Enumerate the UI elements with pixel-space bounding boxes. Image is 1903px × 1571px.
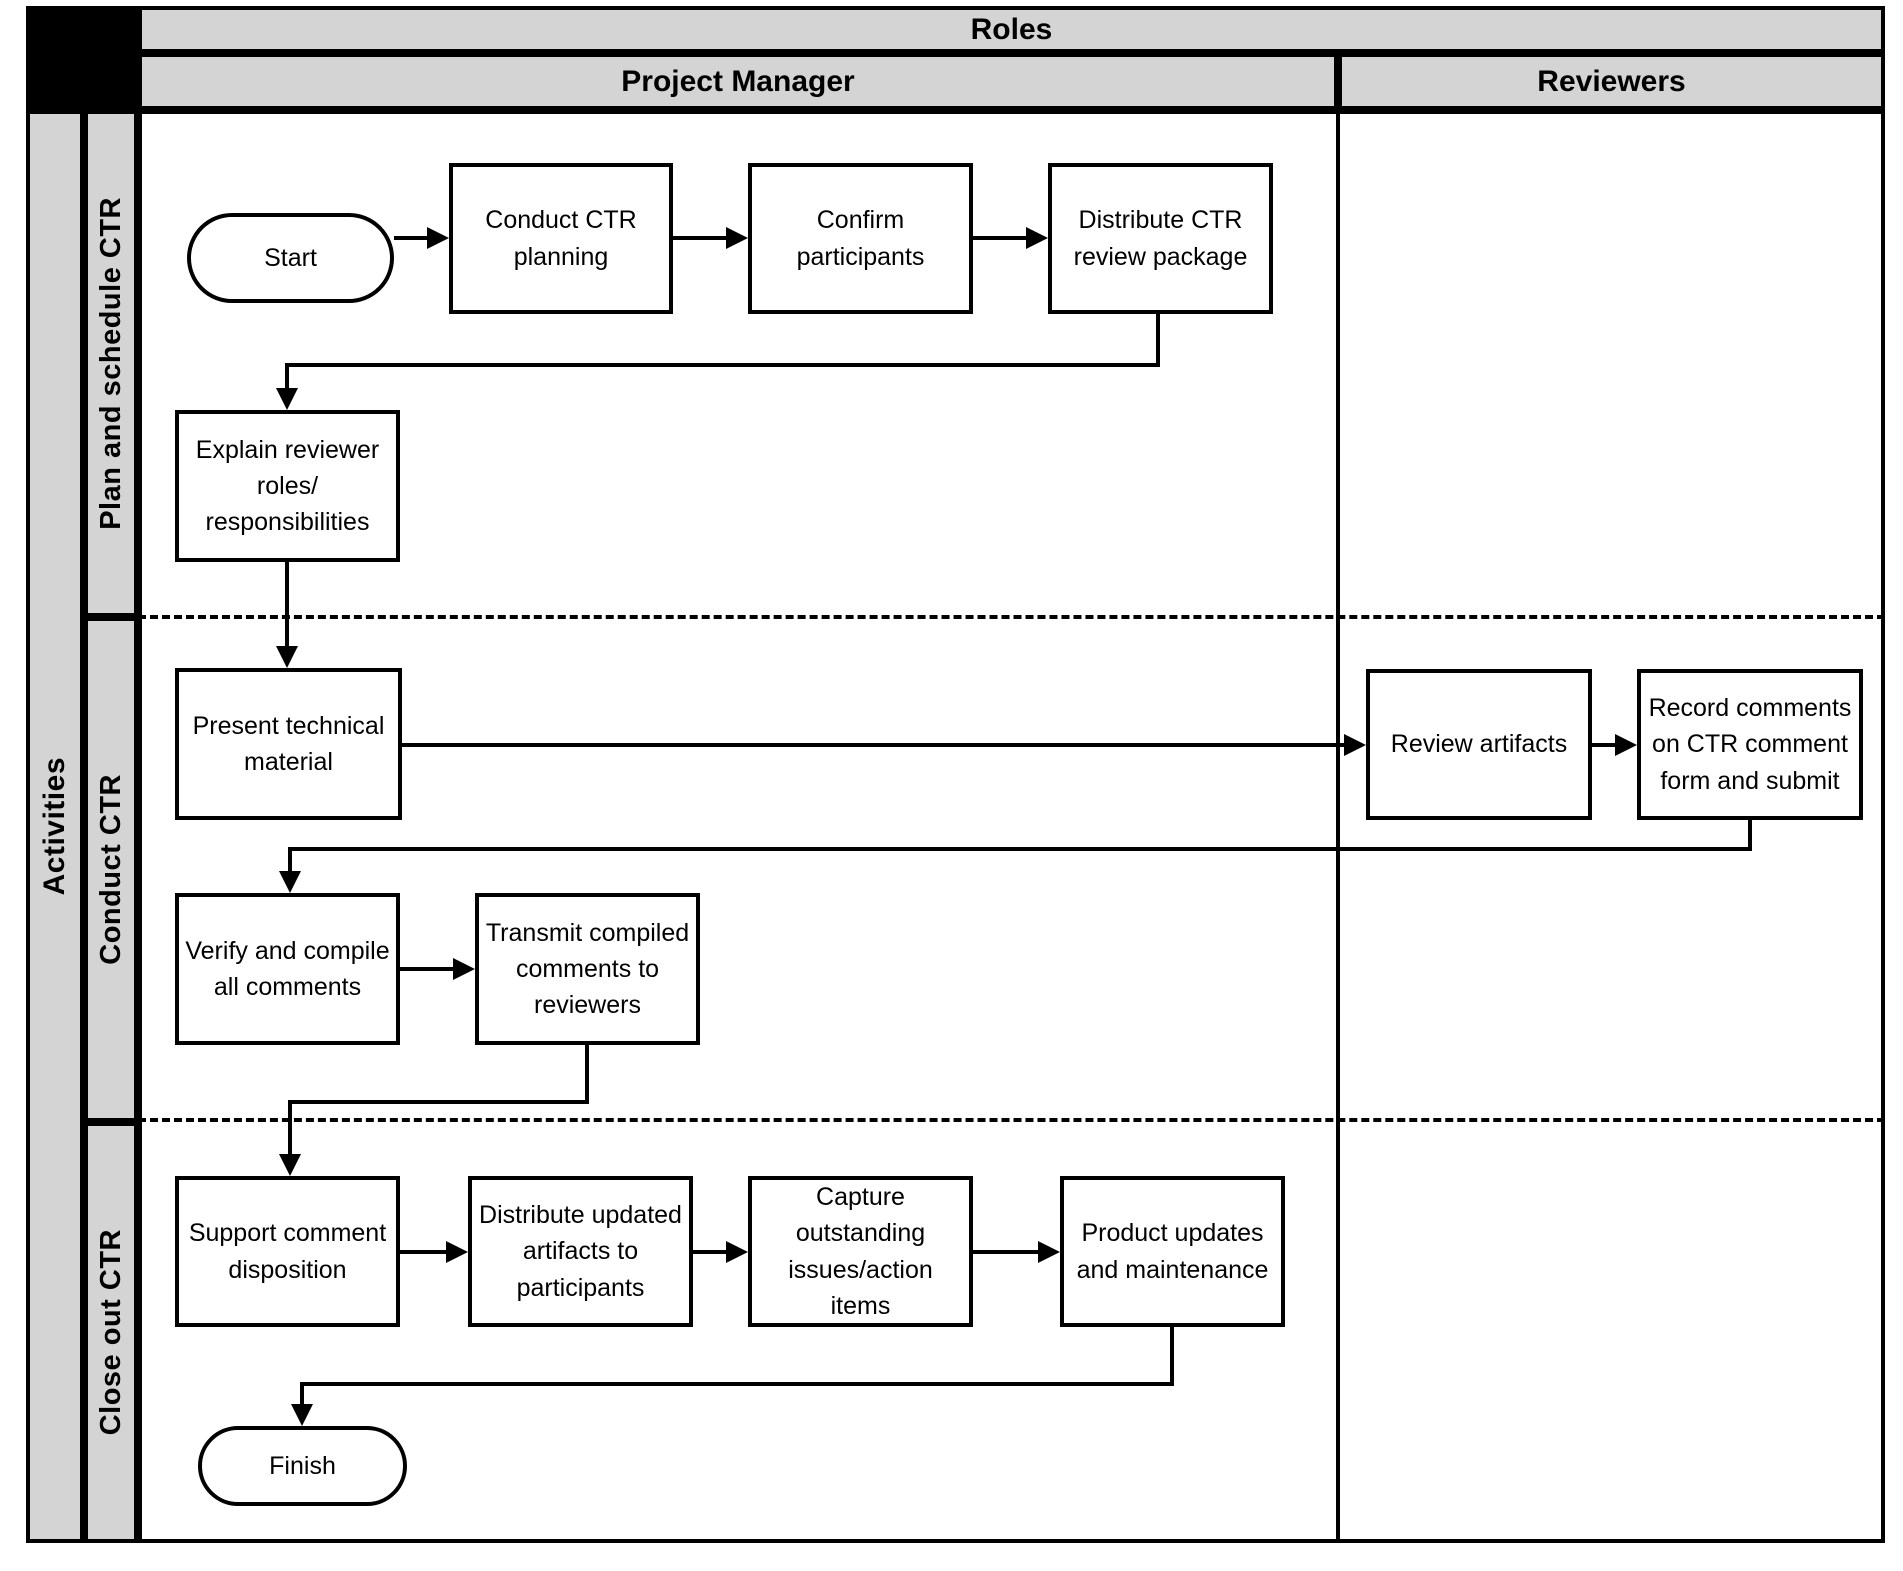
arrowhead — [1615, 734, 1637, 756]
lane-divider-2 — [138, 1118, 1885, 1122]
node-confirm-participants-label: Confirm participants — [796, 206, 925, 271]
roles-header-label: Roles — [970, 12, 1053, 46]
node-product-updates-maintenance-label: Product updates and maintenance — [1076, 1219, 1269, 1284]
node-present-technical-material: Present technical material — [175, 668, 402, 820]
arrowhead — [1026, 227, 1048, 249]
connector-product-elbow-down — [1170, 1327, 1174, 1386]
arrowhead — [276, 646, 298, 668]
arrowhead — [1344, 734, 1366, 756]
project-manager-label: Project Manager — [621, 64, 855, 98]
reviewers-label: Reviewers — [1537, 64, 1686, 98]
connector-transmit-elbow-drop — [288, 1100, 292, 1154]
connector-product-elbow-across — [300, 1382, 1174, 1386]
connector-distribute-elbow-across — [285, 363, 1160, 367]
node-distribute-updated-artifacts: Distribute updated artifacts to particip… — [468, 1176, 693, 1327]
node-review-artifacts: Review artifacts — [1366, 669, 1592, 820]
arrowhead — [427, 227, 449, 249]
corner-block — [26, 6, 138, 110]
lane-conduct-ctr-text: Conduct CTR — [94, 774, 127, 965]
node-distribute-updated-artifacts-label: Distribute updated artifacts to particip… — [479, 1201, 682, 1302]
node-finish-label: Finish — [269, 1451, 336, 1480]
lane-close-out-ctr-text: Close out CTR — [94, 1229, 127, 1436]
lane-plan-schedule-text: Plan and schedule CTR — [94, 197, 127, 530]
connector-planning-to-confirm — [673, 236, 729, 240]
column-divider — [1336, 110, 1340, 1543]
node-record-comments: Record comments on CTR comment form and … — [1637, 669, 1863, 820]
node-transmit-compiled-comments: Transmit compiled comments to reviewers — [475, 893, 700, 1045]
lane-label-conduct-ctr: Conduct CTR — [84, 617, 138, 1122]
connector-distribute-elbow-drop — [285, 363, 289, 390]
node-product-updates-maintenance: Product updates and maintenance — [1060, 1176, 1285, 1327]
column-header-reviewers: Reviewers — [1338, 53, 1885, 110]
connector-transmit-elbow-across — [288, 1100, 589, 1104]
lane-label-close-out-ctr: Close out CTR — [84, 1122, 138, 1543]
connector-distribute-elbow-down — [1156, 313, 1160, 367]
connector-support-to-distribute — [400, 1250, 448, 1254]
node-support-comment-disposition-label: Support comment disposition — [188, 1219, 387, 1284]
node-finish: Finish — [198, 1426, 407, 1506]
column-header-project-manager: Project Manager — [138, 53, 1338, 110]
node-verify-and-compile: Verify and compile all comments — [175, 893, 400, 1045]
node-confirm-participants: Confirm participants — [748, 163, 973, 314]
arrowhead — [279, 871, 301, 893]
lane-label-plan-schedule: Plan and schedule CTR — [84, 110, 138, 617]
node-explain-reviewer-roles: Explain reviewer roles/ responsibilities — [175, 410, 400, 562]
arrowhead — [1038, 1241, 1060, 1263]
connector-transmit-elbow-down — [585, 1045, 589, 1104]
connector-product-elbow-drop — [300, 1382, 304, 1406]
node-capture-outstanding-issues: Capture outstanding issues/action items — [748, 1176, 973, 1327]
connector-record-elbow-drop — [288, 847, 292, 873]
node-capture-outstanding-issues-label: Capture outstanding issues/action items — [788, 1183, 933, 1320]
node-transmit-compiled-comments-label: Transmit compiled comments to reviewers — [485, 918, 690, 1020]
node-verify-and-compile-label: Verify and compile all comments — [185, 936, 390, 1001]
node-distribute-ctr-review-package: Distribute CTR review package — [1048, 163, 1273, 314]
node-distribute-ctr-review-package-label: Distribute CTR review package — [1073, 206, 1248, 271]
connector-distribute-to-capture — [693, 1250, 728, 1254]
node-conduct-ctr-planning-label: Conduct CTR planning — [485, 206, 637, 271]
node-explain-reviewer-roles-label: Explain reviewer roles/ responsibilities — [195, 435, 380, 537]
arrowhead — [726, 227, 748, 249]
node-present-technical-material-label: Present technical material — [192, 711, 385, 776]
arrowhead — [446, 1241, 468, 1263]
connector-present-to-review — [402, 743, 1344, 747]
node-record-comments-label: Record comments on CTR comment form and … — [1648, 694, 1852, 795]
arrowhead — [726, 1241, 748, 1263]
connector-explain-to-present — [285, 562, 289, 646]
connector-record-elbow-across — [288, 847, 1752, 851]
node-start: Start — [187, 213, 394, 303]
node-support-comment-disposition: Support comment disposition — [175, 1176, 400, 1327]
connector-review-to-record — [1592, 743, 1615, 747]
roles-header: Roles — [138, 6, 1885, 53]
arrowhead — [276, 388, 298, 410]
arrowhead — [453, 958, 475, 980]
arrowhead — [279, 1154, 301, 1176]
connector-start-to-planning — [394, 236, 430, 240]
connector-record-elbow-down — [1748, 820, 1752, 851]
connector-confirm-to-distribute — [973, 236, 1029, 240]
chart-area — [138, 110, 1885, 1543]
activities-axis: Activities — [26, 110, 84, 1543]
activities-axis-label: Activities — [38, 757, 71, 896]
lane-divider-1 — [138, 615, 1885, 619]
connector-verify-to-transmit — [400, 967, 453, 971]
node-start-label: Start — [264, 243, 317, 272]
arrowhead — [291, 1404, 313, 1426]
node-conduct-ctr-planning: Conduct CTR planning — [449, 163, 673, 314]
node-review-artifacts-label: Review artifacts — [1390, 730, 1568, 759]
connector-capture-to-product — [973, 1250, 1040, 1254]
